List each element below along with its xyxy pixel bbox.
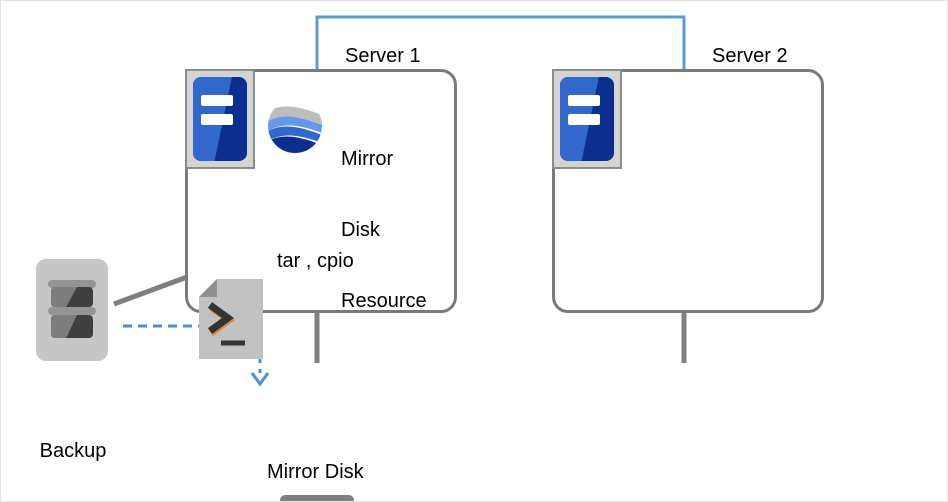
globe-icon xyxy=(267,98,323,154)
server-2-title: Server 2 xyxy=(712,45,788,67)
mirror-disk-resource-line-3: Resource xyxy=(341,289,427,312)
backup-flow-arrowhead xyxy=(250,372,270,387)
mirror-disk-resource-label: Mirror Disk Resource xyxy=(341,101,427,361)
mirror-disk-resource-line-1: Mirror xyxy=(341,148,394,171)
backup-device-label: Backup device xyxy=(33,393,113,501)
script-icon xyxy=(199,279,263,359)
mirror-disk-resource-line-2: Disk xyxy=(341,218,380,241)
server-icon xyxy=(552,69,622,169)
server-icon xyxy=(185,69,255,169)
mirror-disk-1-label: Mirror Disk xyxy=(267,461,364,483)
backup-device-line-1: Backup xyxy=(39,440,107,463)
tar-cpio-label: tar , cpio xyxy=(277,250,354,272)
backup-disk-stack xyxy=(48,280,96,342)
backup-link-line xyxy=(113,274,188,307)
mirror-disk-1-icon[interactable] xyxy=(280,495,354,501)
server-1-title: Server 1 xyxy=(345,45,421,67)
backup-device-icon[interactable] xyxy=(36,259,108,361)
